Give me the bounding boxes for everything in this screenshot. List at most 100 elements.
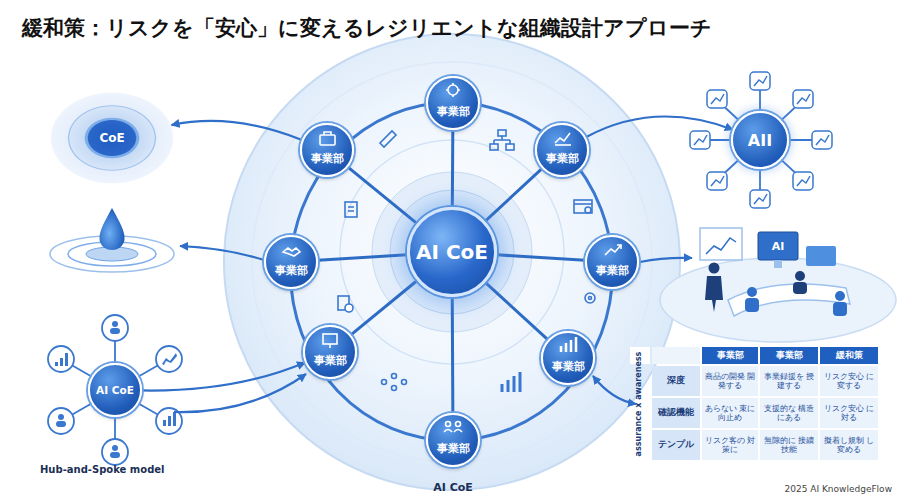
person — [745, 298, 759, 312]
outer-circle — [224, 34, 680, 490]
spoke-line — [497, 255, 585, 261]
table-cell: リスク客の 対策に — [702, 430, 758, 460]
spoke-line — [318, 255, 407, 261]
bar-glyph — [55, 362, 58, 366]
board-glyph — [329, 344, 331, 348]
bar-icon — [502, 372, 520, 392]
spoke-line — [451, 297, 455, 413]
tile-glyph — [711, 94, 724, 104]
node-text: AI CoE — [96, 384, 134, 396]
node-text: CoE — [99, 131, 124, 145]
model-label: Hub-and-Spoke model — [40, 462, 200, 476]
tile-glyph — [711, 176, 724, 186]
table-cell: 事業部 — [702, 347, 758, 364]
person — [709, 263, 720, 274]
org-icon — [494, 136, 510, 144]
page-title: 緩和策：リスクを「安心」に変えるレジリエントな組織設計アプローチ — [22, 14, 712, 42]
tile-glyph — [816, 135, 829, 145]
spoke-line — [451, 130, 455, 207]
arrow-line — [180, 246, 264, 260]
gear-glyph — [448, 85, 458, 95]
chart-glyph — [555, 133, 570, 143]
bar-glyph — [168, 416, 171, 426]
org-icon — [490, 144, 498, 150]
inner-ring — [390, 190, 514, 314]
node-text: 事業部 — [311, 152, 344, 166]
node-text: AI CoE — [416, 240, 488, 264]
bar-glyph — [65, 353, 68, 366]
spoke-glyphs — [283, 83, 621, 432]
icon-circle — [156, 346, 182, 372]
node-text: 事業部 — [314, 354, 347, 368]
node-text: 事業部 — [437, 442, 470, 456]
icon-tile — [707, 172, 727, 190]
tile-glyph — [797, 94, 810, 104]
handshake-glyph — [283, 248, 300, 256]
bar-glyph — [60, 358, 63, 366]
monitor — [806, 246, 836, 266]
table-cell: リスク安心 に変する — [820, 366, 878, 396]
icon-tile — [812, 131, 832, 149]
person — [835, 291, 845, 301]
icon-tile — [750, 72, 770, 90]
arrow-line — [640, 258, 692, 262]
axis-label: assurance x awareness — [632, 344, 644, 464]
trend-glyph — [605, 245, 621, 255]
outer-ring — [252, 62, 652, 462]
aii-icons — [690, 72, 832, 208]
person — [705, 276, 723, 312]
tile-glyph — [754, 76, 767, 86]
table-cell: 緩和策 — [820, 347, 878, 364]
whiteboard — [700, 228, 742, 260]
person-glyph — [110, 328, 120, 334]
gear-glyph — [446, 83, 460, 97]
spoke-line — [348, 167, 417, 223]
node-text: 事業部 — [437, 105, 470, 119]
trend-glyph — [617, 245, 621, 249]
icon-tile — [690, 131, 710, 149]
icon-tile — [793, 90, 813, 108]
arrow-connector — [172, 121, 302, 140]
water-drop — [100, 208, 125, 250]
node-text: AII — [748, 131, 772, 150]
table-cell: 無隙的に 接續技能 — [760, 430, 818, 460]
doc-icon — [345, 202, 357, 217]
mini-hub-circle: AI CoE — [88, 363, 142, 417]
table-cell: 深度 — [652, 366, 700, 396]
person — [833, 302, 847, 316]
bar-glyph — [163, 420, 166, 426]
person-glyph — [56, 421, 66, 427]
briefcase-glyph — [320, 135, 335, 145]
screen-text: AI — [764, 238, 792, 254]
coe-circle: CoE — [50, 92, 174, 184]
chart-glyph — [555, 144, 571, 146]
tile-glyph — [694, 135, 707, 145]
table-cell: 事業部 — [760, 347, 818, 364]
table-cell: 商品の開発 開発する — [702, 366, 758, 396]
node-text: 事業部 — [546, 152, 579, 166]
tile-glyph — [754, 194, 767, 204]
bar-glyph — [561, 337, 576, 352]
icon-circle — [102, 315, 128, 341]
person — [793, 282, 807, 294]
people-glyph — [456, 422, 461, 427]
whiteboard-chart — [706, 238, 736, 254]
person-glyph — [112, 445, 118, 451]
spoke-ring — [291, 103, 613, 441]
spoke-circle: 事業部 — [303, 325, 357, 379]
node-text: 事業部 — [596, 264, 629, 278]
bar-glyph — [173, 412, 176, 426]
platform — [660, 258, 896, 342]
icon-circle — [102, 439, 128, 465]
people-glyph — [444, 430, 462, 433]
node-text: 事業部 — [552, 360, 585, 374]
person — [747, 287, 757, 297]
person-glyph — [58, 414, 64, 420]
tile-glyph — [797, 176, 810, 186]
table-corner — [652, 347, 700, 364]
board-glyph — [323, 334, 337, 344]
chart-glyph — [162, 353, 177, 365]
org-icon — [506, 144, 514, 150]
